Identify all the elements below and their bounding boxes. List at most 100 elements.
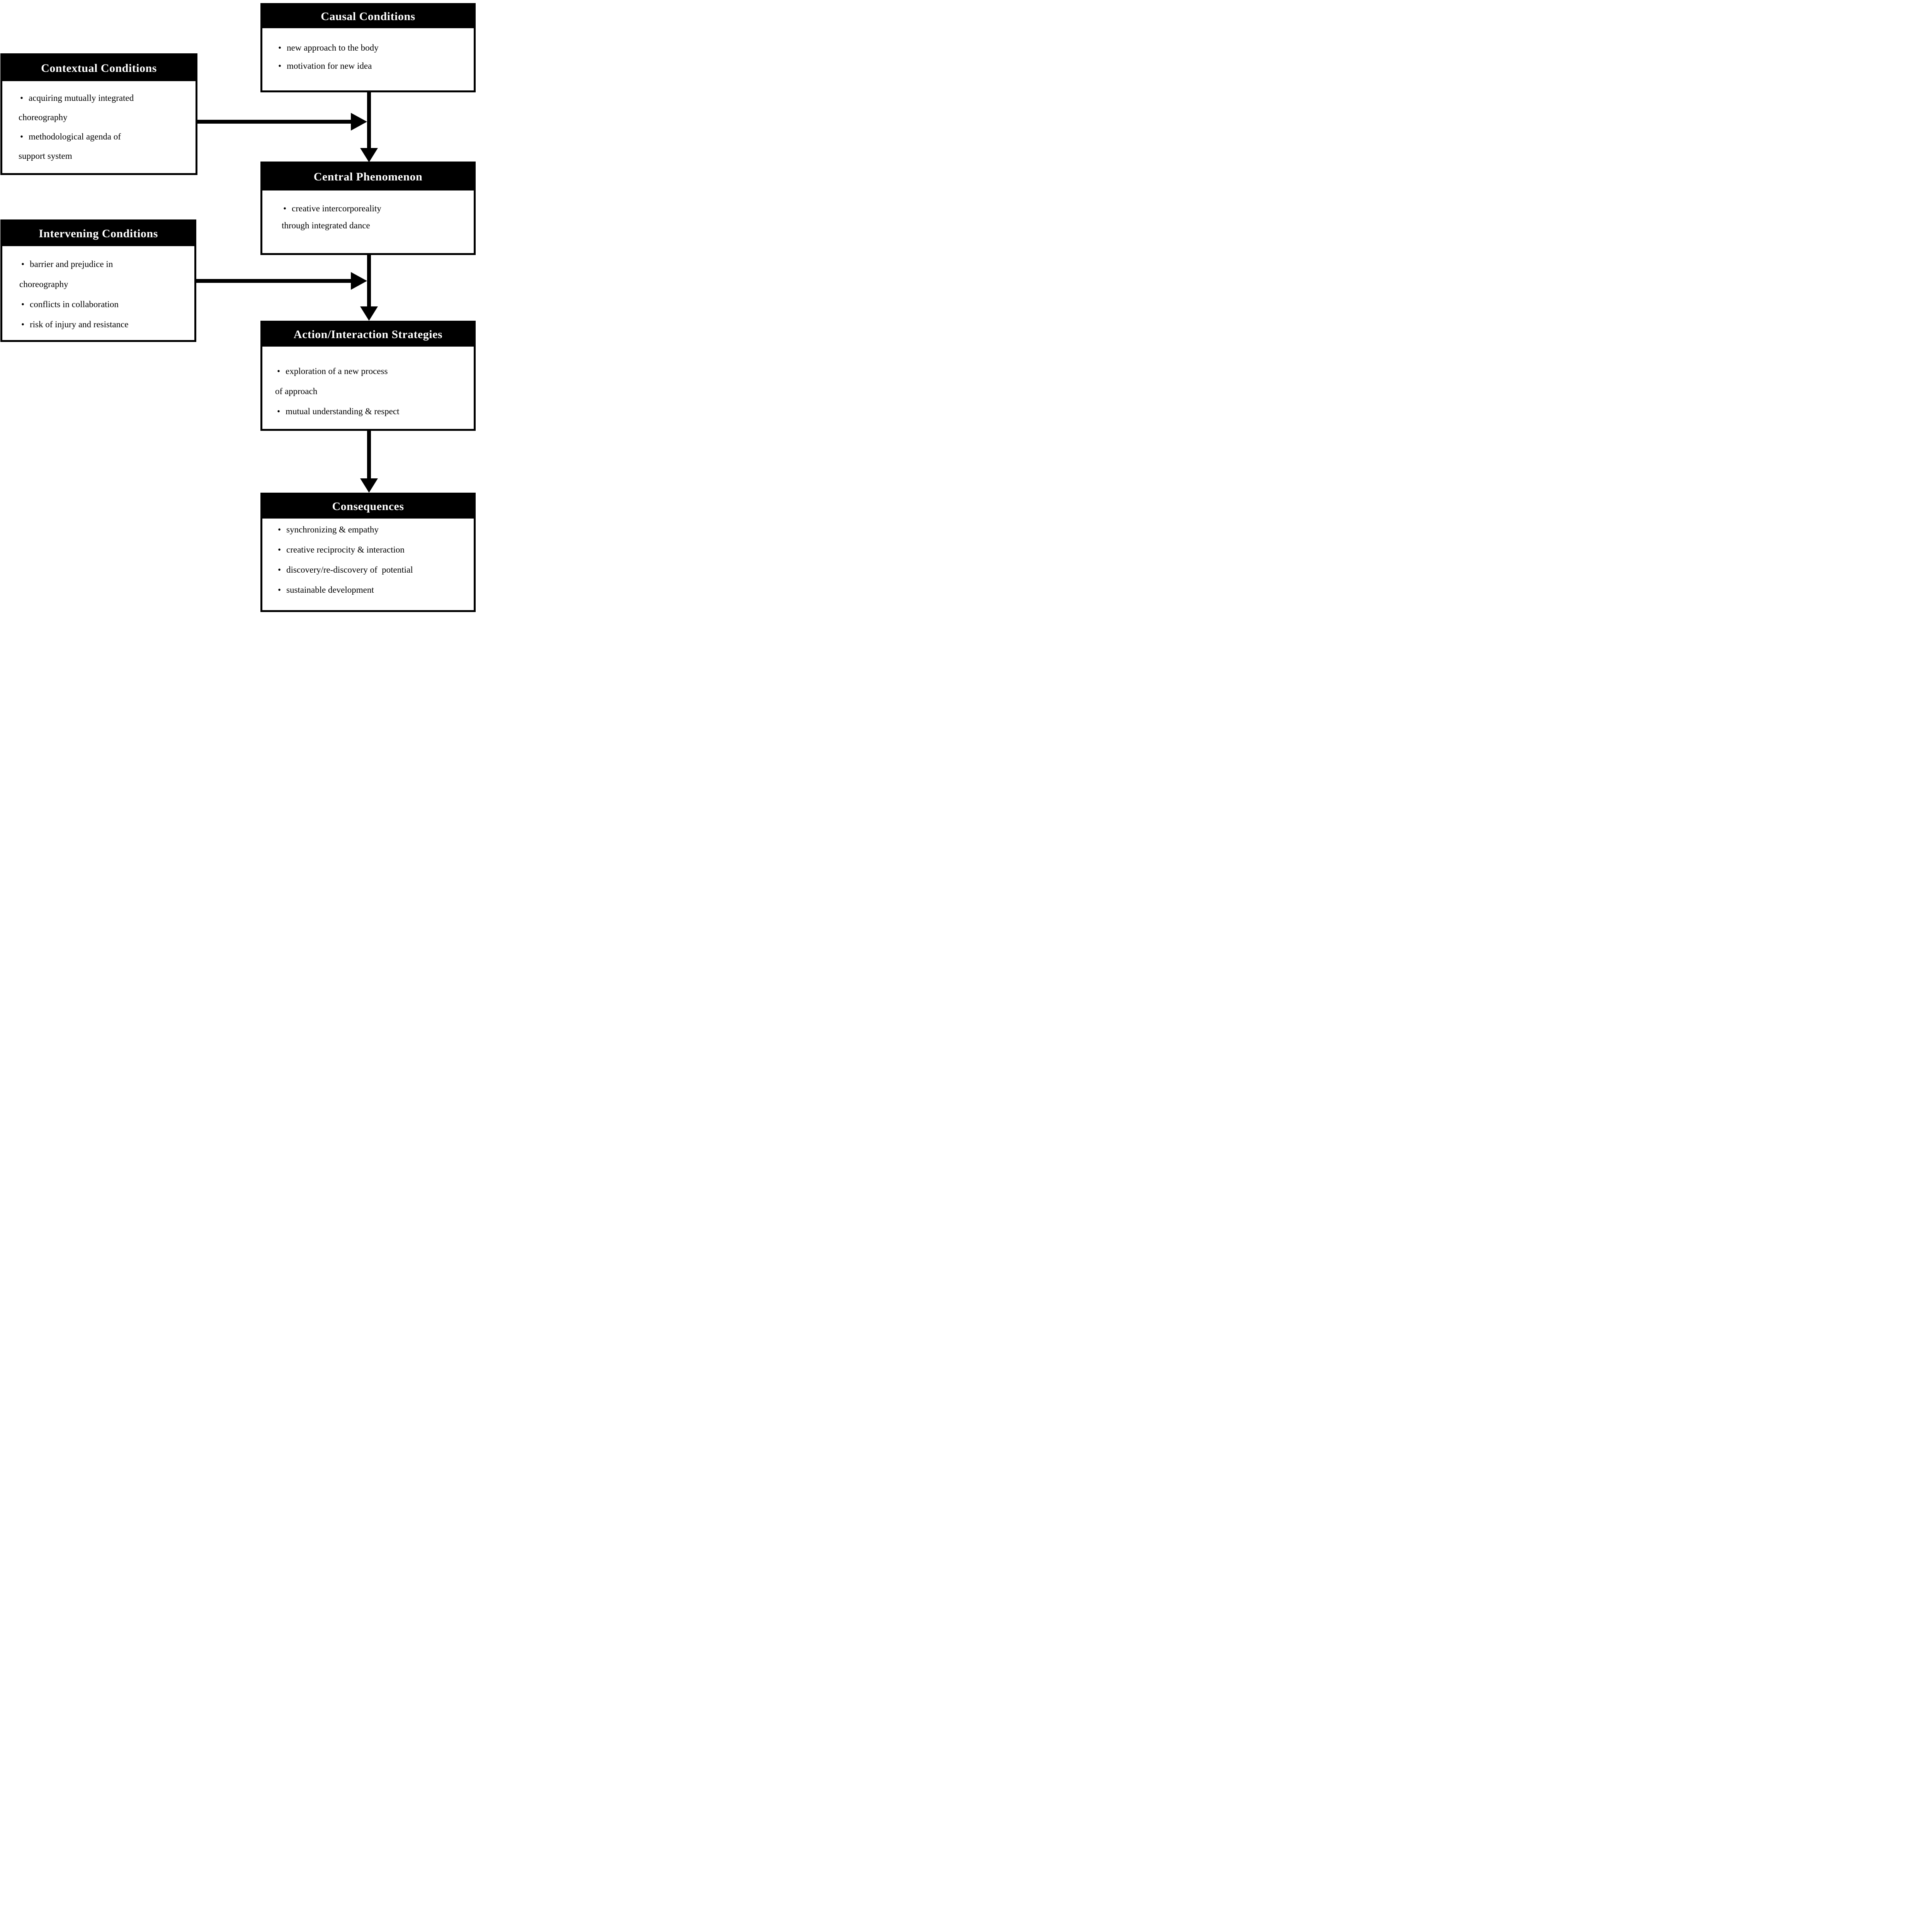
- intervening-conditions-header: Intervening Conditions: [2, 221, 194, 246]
- contextual-conditions-header: Contextual Conditions: [2, 55, 196, 81]
- bullet-icon: •: [278, 61, 282, 71]
- action-interaction-strategies-header: Action/Interaction Strategies: [262, 323, 474, 347]
- consequences-body: • synchronizing & empathy • creative recipr…: [262, 519, 474, 600]
- central-phenomenon-body: • creative intercorporeality through integ…: [262, 190, 474, 234]
- item-text: creative intercorporeality: [292, 204, 381, 213]
- arrow-right-icon: [351, 272, 367, 290]
- item-line: choreography: [2, 108, 196, 127]
- bullet-item: • new approach to the body: [262, 39, 474, 57]
- action-interaction-strategies-body: • exploration of a new process of approach…: [262, 347, 474, 422]
- central-phenomenon-header: Central Phenomenon: [262, 163, 474, 190]
- item-line: • methodological agenda of: [2, 127, 196, 146]
- item-text: mutual understanding & respect: [286, 406, 400, 416]
- bullet-icon: •: [277, 366, 281, 376]
- item-line: • creative intercorporeality: [262, 200, 474, 217]
- arrow-central-to-action-shaft: [367, 255, 371, 308]
- bullet-item: • mutual understanding & respect: [262, 401, 474, 422]
- arrow-causal-to-central-shaft: [367, 92, 371, 149]
- bullet-icon: •: [278, 43, 282, 53]
- causal-conditions-header: Causal Conditions: [262, 5, 474, 28]
- bullet-item: • barrier and prejudice in choreography: [2, 254, 194, 294]
- bullet-icon: •: [278, 545, 281, 554]
- bullet-item: • conflicts in collaboration: [2, 294, 194, 315]
- item-text: choreography: [19, 112, 68, 122]
- bullet-item: • methodological agenda of support system: [2, 127, 196, 166]
- bullet-item: • risk of injury and resistance: [2, 315, 194, 335]
- item-text: exploration of a new process: [286, 366, 388, 376]
- item-line: • discovery/re-discovery of potential: [262, 560, 474, 580]
- arrow-down-icon: [360, 478, 378, 493]
- item-line: support system: [2, 146, 196, 166]
- item-text: support system: [19, 151, 72, 161]
- bullet-icon: •: [278, 525, 281, 534]
- box-title: Consequences: [332, 500, 404, 513]
- consequences-box: Consequences • synchronizing & empathy • cr…: [260, 493, 476, 612]
- item-text: sustainable development: [286, 585, 374, 595]
- item-text: creative reciprocity & interaction: [286, 545, 405, 554]
- item-line: of approach: [262, 381, 474, 401]
- item-line: • synchronizing & empathy: [262, 520, 474, 540]
- item-line: • conflicts in collaboration: [2, 294, 194, 315]
- grounded-theory-diagram: Causal Conditions • new approach to the b…: [0, 0, 476, 617]
- bullet-item: • creative reciprocity & interaction: [262, 540, 474, 560]
- bullet-icon: •: [277, 406, 281, 416]
- bullet-icon: •: [21, 259, 25, 269]
- bullet-item: • motivation for new idea: [262, 57, 474, 75]
- item-text: synchronizing & empathy: [286, 525, 379, 534]
- causal-conditions-body: • new approach to the body • motivation for…: [262, 28, 474, 75]
- bullet-icon: •: [278, 565, 281, 575]
- item-line: • risk of injury and resistance: [2, 315, 194, 335]
- intervening-conditions-box: Intervening Conditions • barrier and prej…: [0, 219, 196, 342]
- bullet-item: • exploration of a new process of approach: [262, 361, 474, 401]
- bullet-icon: •: [21, 299, 25, 309]
- contextual-conditions-body: • acquiring mutually integrated choreograp…: [2, 81, 196, 166]
- item-text: choreography: [19, 279, 68, 289]
- item-line: • creative reciprocity & interaction: [262, 540, 474, 560]
- item-text: acquiring mutually integrated: [29, 93, 134, 103]
- item-line: • exploration of a new process: [262, 361, 474, 381]
- bullet-item: • sustainable development: [262, 580, 474, 600]
- bullet-item: • acquiring mutually integrated choreograp…: [2, 88, 196, 127]
- arrow-right-icon: [351, 113, 367, 131]
- item-line: • barrier and prejudice in: [2, 254, 194, 274]
- arrow-action-to-consequences-shaft: [367, 431, 371, 480]
- arrow-down-icon: [360, 148, 378, 162]
- item-text: barrier and prejudice in: [30, 259, 113, 269]
- item-text: conflicts in collaboration: [30, 299, 119, 309]
- consequences-header: Consequences: [262, 495, 474, 519]
- intervening-conditions-body: • barrier and prejudice in choreography • co…: [2, 246, 194, 335]
- bullet-icon: •: [20, 132, 24, 141]
- item-text: risk of injury and resistance: [30, 320, 129, 329]
- box-title: Contextual Conditions: [41, 61, 157, 75]
- item-text: motivation for new idea: [287, 61, 372, 71]
- item-line: • acquiring mutually integrated: [2, 88, 196, 108]
- bullet-icon: •: [283, 204, 287, 213]
- bullet-item: • discovery/re-discovery of potential: [262, 560, 474, 580]
- central-phenomenon-box: Central Phenomenon • creative intercorpor…: [260, 162, 476, 255]
- item-text: through integrated dance: [282, 221, 370, 230]
- item-line: through integrated dance: [262, 217, 474, 234]
- causal-conditions-box: Causal Conditions • new approach to the b…: [260, 3, 476, 92]
- item-line: • motivation for new idea: [262, 57, 474, 75]
- box-title: Causal Conditions: [321, 10, 415, 23]
- arrow-intervening-to-connector-shaft: [194, 279, 352, 283]
- bullet-icon: •: [21, 320, 25, 329]
- bullet-icon: •: [20, 93, 24, 103]
- bullet-icon: •: [278, 585, 281, 595]
- item-text: new approach to the body: [287, 43, 379, 53]
- item-text: discovery/re-discovery of potential: [286, 565, 413, 575]
- contextual-conditions-box: Contextual Conditions • acquiring mutuall…: [0, 53, 197, 175]
- arrow-contextual-to-connector-shaft: [196, 120, 352, 124]
- bullet-item: • creative intercorporeality through integ…: [262, 200, 474, 234]
- box-title: Intervening Conditions: [39, 227, 158, 240]
- item-line: • mutual understanding & respect: [262, 401, 474, 422]
- item-line: • sustainable development: [262, 580, 474, 600]
- box-title: Central Phenomenon: [313, 170, 423, 183]
- arrow-down-icon: [360, 306, 378, 321]
- item-line: choreography: [2, 274, 194, 294]
- action-interaction-strategies-box: Action/Interaction Strategies • explorati…: [260, 321, 476, 431]
- box-title: Action/Interaction Strategies: [293, 328, 443, 341]
- item-line: • new approach to the body: [262, 39, 474, 57]
- item-text: methodological agenda of: [29, 132, 121, 141]
- item-text: of approach: [275, 386, 318, 396]
